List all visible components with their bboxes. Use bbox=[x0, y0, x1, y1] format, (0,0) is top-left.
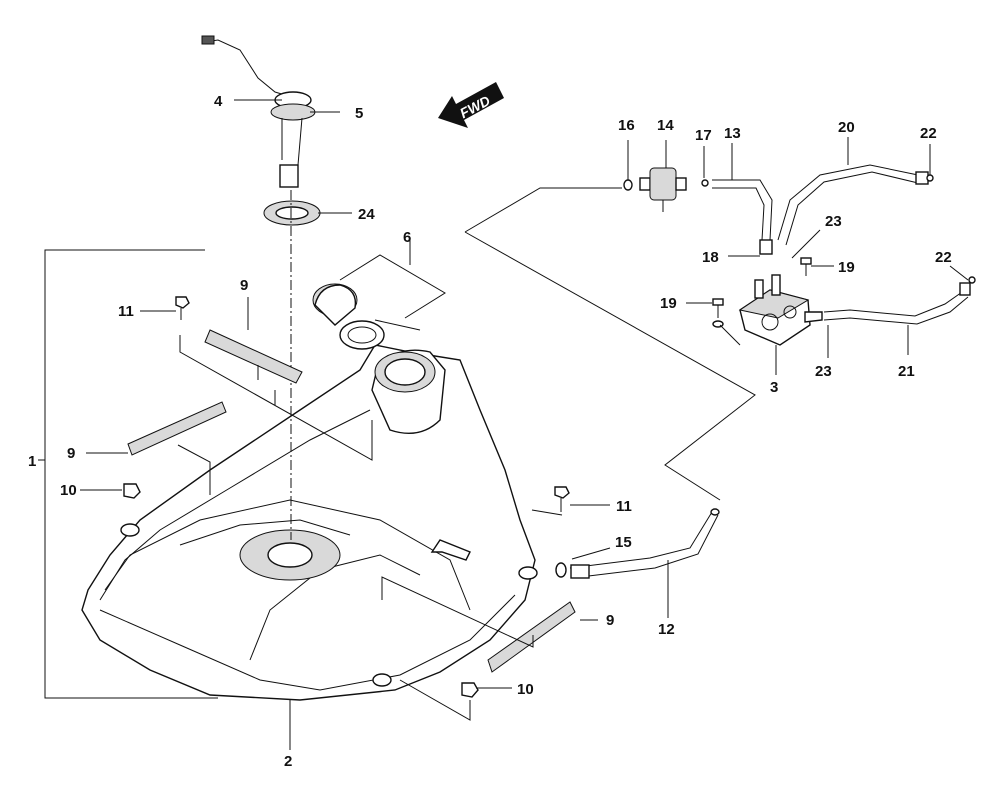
callout-15: 15 bbox=[615, 534, 632, 551]
callout-1: 1 bbox=[28, 453, 36, 470]
fuel-pump bbox=[738, 274, 823, 346]
callout-23b: 23 bbox=[815, 363, 832, 380]
callout-19a: 19 bbox=[838, 259, 855, 276]
callout-9b: 9 bbox=[67, 445, 75, 462]
callout-21: 21 bbox=[898, 363, 915, 380]
fuel-level-sender bbox=[201, 35, 316, 188]
fuel-cap bbox=[312, 283, 385, 350]
callout-4: 4 bbox=[214, 93, 223, 110]
callout-13: 13 bbox=[724, 125, 741, 142]
leader-lines bbox=[177, 187, 777, 721]
fuel-hose-21 bbox=[823, 276, 976, 325]
callout-9c: 9 bbox=[606, 612, 614, 629]
sender-gasket bbox=[263, 200, 321, 226]
callout-labels: 1 2 3 4 5 6 9 9 9 10 10 11 11 12 13 14 1… bbox=[28, 93, 952, 770]
callout-20: 20 bbox=[838, 119, 855, 136]
callout-16: 16 bbox=[618, 117, 635, 134]
assembly-bracket bbox=[38, 249, 218, 699]
callout-3: 3 bbox=[770, 379, 778, 396]
forward-direction-arrow: FWD bbox=[438, 82, 504, 128]
callout-22a: 22 bbox=[920, 125, 937, 142]
callout-14: 14 bbox=[657, 117, 674, 134]
callout-18: 18 bbox=[702, 249, 719, 266]
callout-6: 6 bbox=[403, 229, 411, 246]
callout-23a: 23 bbox=[825, 213, 842, 230]
fuel-tank bbox=[81, 344, 538, 701]
fuel-filter bbox=[623, 167, 773, 255]
callout-10b: 10 bbox=[517, 681, 534, 698]
fuel-hose-20 bbox=[777, 164, 934, 246]
nuts bbox=[123, 483, 479, 698]
callout-17: 17 bbox=[695, 127, 712, 144]
callout-pointers bbox=[80, 99, 969, 750]
callout-11b: 11 bbox=[616, 498, 632, 515]
callout-24: 24 bbox=[358, 206, 375, 223]
callout-2: 2 bbox=[284, 753, 292, 770]
rubber-pads bbox=[127, 329, 576, 673]
callout-22b: 22 bbox=[935, 249, 952, 266]
callout-10a: 10 bbox=[60, 482, 77, 499]
callout-11a: 11 bbox=[118, 303, 134, 320]
callout-19b: 19 bbox=[660, 295, 677, 312]
bolts bbox=[175, 296, 570, 512]
fuel-hose-12 bbox=[555, 508, 720, 579]
callout-9a: 9 bbox=[240, 277, 248, 294]
callout-12: 12 bbox=[658, 621, 675, 638]
callout-5: 5 bbox=[355, 105, 363, 122]
